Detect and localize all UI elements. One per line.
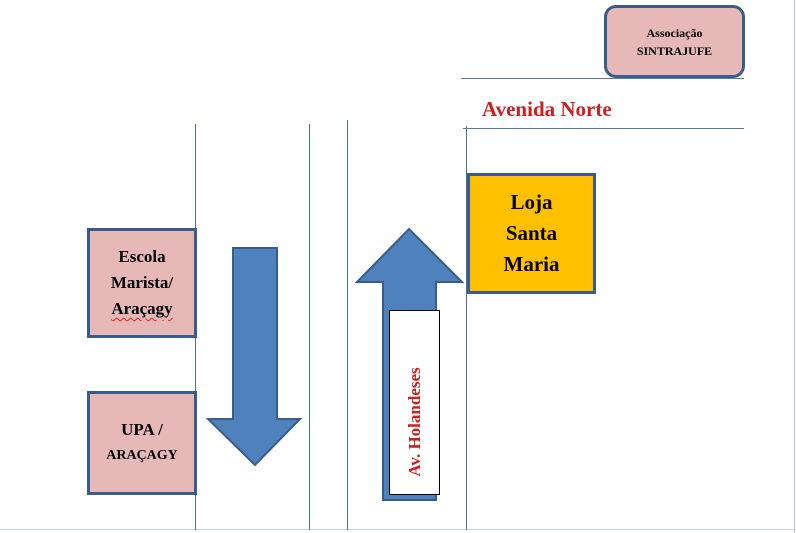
loja-line-3: Maria (503, 252, 560, 276)
avenida-norte-line-top (461, 78, 744, 79)
street-line (309, 124, 310, 530)
southbound-arrow (205, 247, 303, 467)
av-holandeses-textbox (389, 310, 440, 495)
escola-marista-box: Escola Marista/ Araçagy (87, 228, 197, 338)
av-holandeses-label: Av. Holandeses (405, 367, 424, 477)
avenida-norte-label: Avenida Norte (482, 97, 612, 121)
upa-aracagy-box: UPA / ARAÇAGY (87, 391, 197, 495)
page-border-bottom (0, 529, 796, 530)
upa-line-1: UPA / (121, 420, 163, 439)
upa-line-2: ARAÇAGY (106, 448, 178, 463)
page-border-right (794, 0, 795, 533)
loja-line-1: Loja (510, 190, 553, 214)
associacao-line-2: SINTRAJUFE (636, 43, 713, 58)
escola-line-3: Araçagy (111, 299, 173, 318)
street-line (347, 120, 348, 530)
escola-line-1: Escola (118, 247, 166, 266)
associacao-line-1: Associação (646, 25, 703, 40)
avenida-norte-line-bottom (463, 128, 744, 129)
loja-line-2: Santa (505, 221, 558, 245)
loja-santa-maria-box: Loja Santa Maria (467, 173, 596, 294)
associacao-sintrajufe-box: Associação SINTRAJUFE (604, 5, 745, 78)
escola-line-2: Marista/ (110, 273, 174, 292)
street-line (466, 126, 467, 530)
